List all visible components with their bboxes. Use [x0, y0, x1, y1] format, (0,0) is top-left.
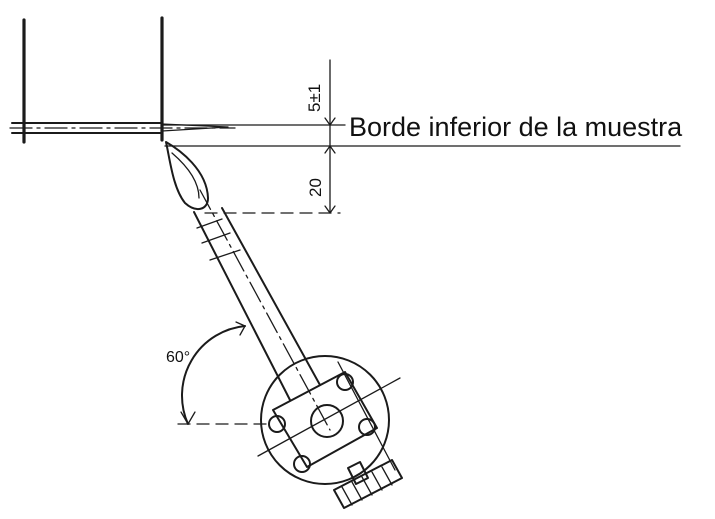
burner-tube: [193, 189, 331, 431]
base-axis-line: [337, 361, 396, 471]
base-disc: [260, 355, 390, 485]
burner-base: [257, 355, 401, 485]
reference-lines: [161, 59, 681, 214]
tube-nozzle-rings: [196, 218, 241, 261]
dim-arrow-gap: [324, 117, 336, 126]
knob-stem: [347, 461, 369, 485]
dim-arrow-flame-top: [324, 145, 336, 154]
burner-axis: [199, 189, 331, 431]
bolt-3: [268, 415, 286, 433]
angle-arc: [181, 325, 246, 425]
base-cross-line: [257, 377, 401, 457]
sample-edge-label: Borde inferior de la muestra: [349, 112, 683, 142]
knob-knurling: [341, 466, 393, 506]
dim-arrow-flame-bottom: [324, 205, 336, 214]
flame: [165, 141, 209, 210]
knob-grip: [333, 459, 403, 509]
dimension-gap-label: 5±1: [305, 84, 324, 112]
angle-label: 60°: [166, 349, 190, 366]
flame-outer: [165, 141, 209, 210]
adjusting-knob: [333, 459, 403, 509]
dimension-flame-label: 20: [306, 178, 325, 197]
bolt-4: [293, 455, 311, 473]
angle-indicator: [177, 321, 271, 425]
tube-edge-right: [221, 207, 321, 386]
bolt-2: [358, 418, 376, 436]
flame-inner: [171, 152, 200, 199]
angle-arrow-top: [235, 321, 246, 336]
angle-arrow-bottom: [180, 411, 196, 425]
base-plate: [272, 371, 378, 468]
specimen-holder: [9, 16, 236, 144]
tube-edge-left: [193, 211, 291, 401]
gas-inlet-circle: [310, 404, 344, 438]
